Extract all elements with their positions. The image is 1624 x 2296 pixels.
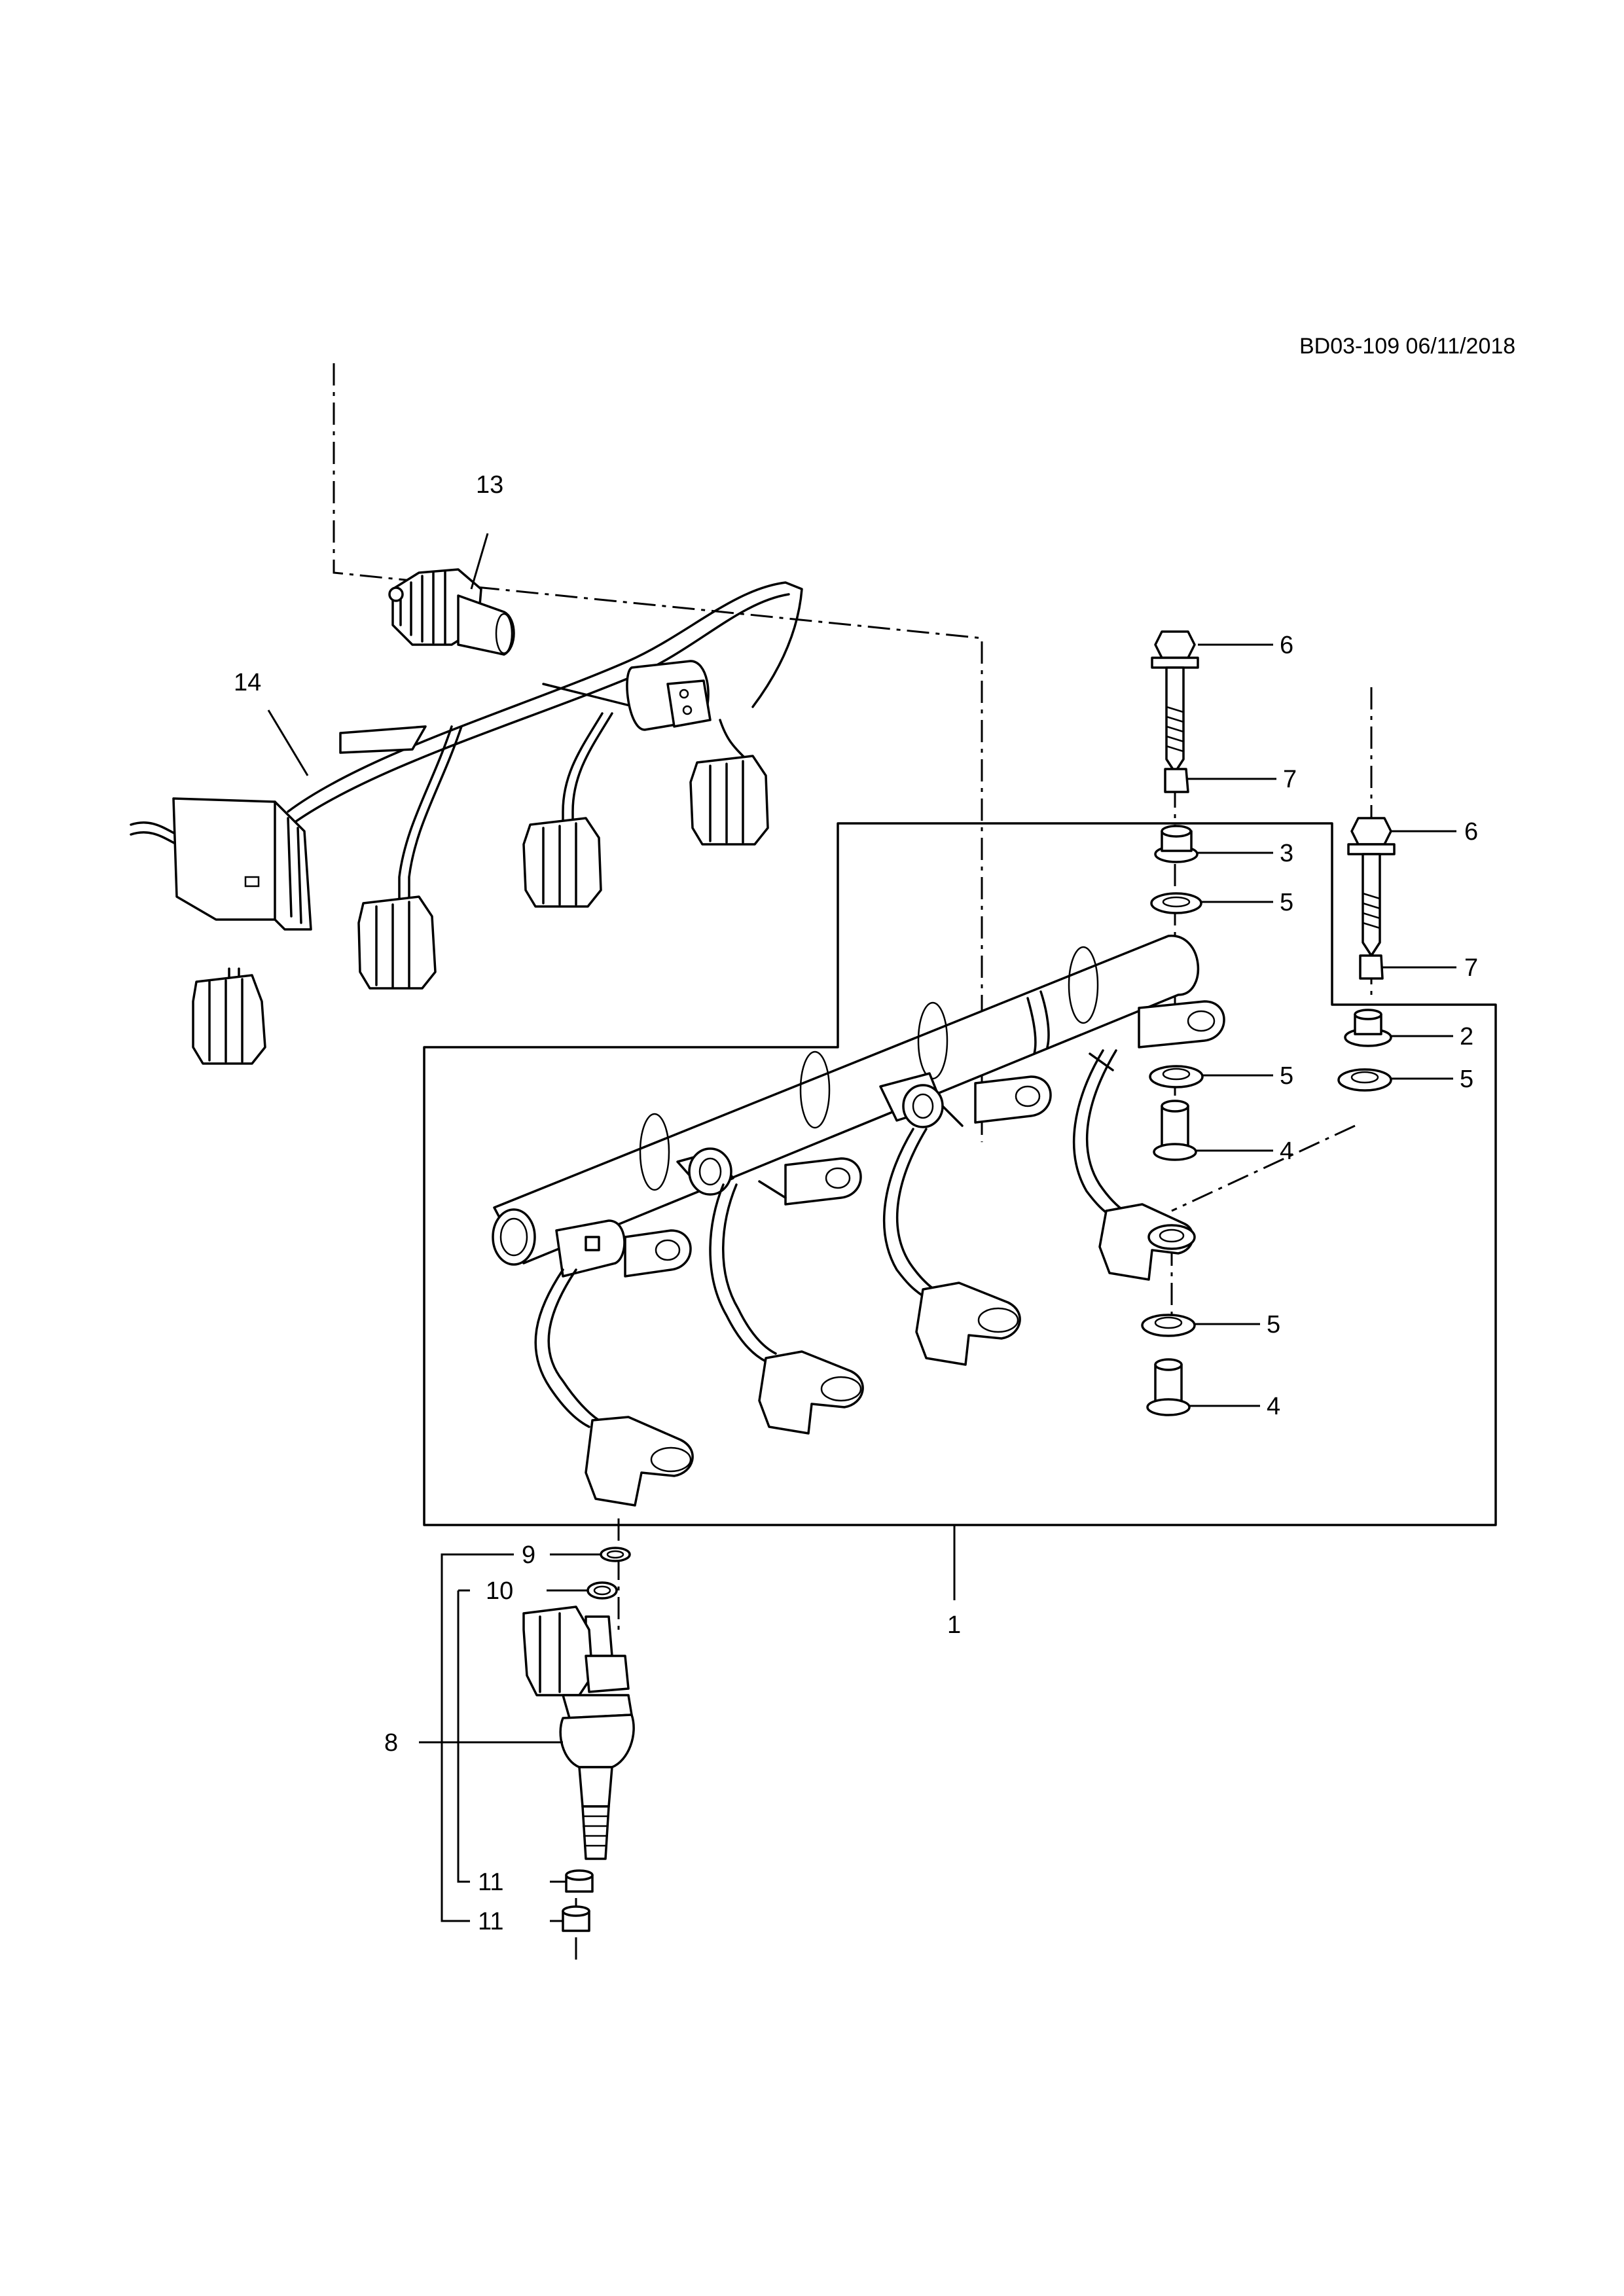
spacer-7b: [1359, 954, 1384, 980]
sleeve-4b: [1146, 1358, 1191, 1416]
sleeve-4a: [1153, 1100, 1197, 1161]
callout-5a: 5: [1280, 889, 1293, 916]
callout-4a: 4: [1280, 1138, 1293, 1165]
washer-5a: [1150, 892, 1202, 914]
callout-8: 8: [384, 1729, 398, 1757]
rail-mount-brackets: [624, 1000, 1225, 1278]
callout-14: 14: [234, 669, 261, 696]
injector-sockets: [534, 1049, 1195, 1507]
injector-plug-3: [522, 817, 602, 908]
diagram-reference: BD03-109 06/11/2018: [1299, 334, 1516, 359]
callout-7a: 7: [1283, 766, 1297, 793]
callout-3: 3: [1280, 840, 1293, 867]
callout-5d: 5: [1267, 1311, 1280, 1338]
callout-1: 1: [947, 1611, 961, 1639]
harness-main-connector: [172, 797, 312, 931]
fuel-rail-assembly-boundary: [423, 822, 1497, 1526]
callout-6b: 6: [1464, 818, 1478, 846]
seal-ring-9: [600, 1547, 631, 1562]
washer-5b: [1149, 1065, 1204, 1088]
fuel-injector: [522, 1605, 635, 1860]
injector-plug-2: [357, 895, 437, 990]
injector-plug-4: [689, 755, 769, 846]
fuel-rail-tube: [492, 935, 1200, 1266]
pressure-sensor: [388, 568, 515, 656]
callout-5c: 5: [1460, 1066, 1473, 1093]
leader-lines: [267, 533, 1456, 1922]
washer-5c: [1337, 1068, 1392, 1092]
seal-ring-10: [586, 1581, 618, 1600]
callout-6a: 6: [1280, 632, 1293, 659]
callout-11a: 11: [478, 1869, 503, 1896]
spacer-7a: [1164, 768, 1189, 793]
grommet-3: [1154, 825, 1199, 863]
harness-inline-connector: [626, 660, 712, 731]
grommet-2: [1344, 1009, 1392, 1047]
callout-11b: 11: [478, 1908, 503, 1935]
callout-13: 13: [476, 471, 503, 499]
wire-clips: [758, 1052, 1114, 1199]
callout-2: 2: [1460, 1023, 1473, 1050]
callout-7b: 7: [1464, 954, 1478, 982]
bolt-6b: [1347, 817, 1396, 957]
washer-lower-ring: [1147, 1224, 1196, 1250]
injector-plug-1: [192, 974, 266, 1065]
callout-5b: 5: [1280, 1062, 1293, 1090]
callout-4b: 4: [1267, 1393, 1280, 1420]
bolt-6a: [1151, 630, 1199, 774]
seal-ring-11a: [565, 1869, 594, 1893]
callout-10: 10: [486, 1577, 513, 1605]
washer-5d: [1141, 1314, 1196, 1337]
fuel-rail-ports: [555, 1072, 944, 1278]
callout-9: 9: [522, 1541, 535, 1569]
seal-ring-11b: [562, 1905, 590, 1932]
callout-labels: 13 14 6 7 3 5 6 7 2 5 5 4 5 4 1 9 10 8 1…: [234, 471, 1478, 1935]
wiring-harness: [130, 581, 803, 990]
